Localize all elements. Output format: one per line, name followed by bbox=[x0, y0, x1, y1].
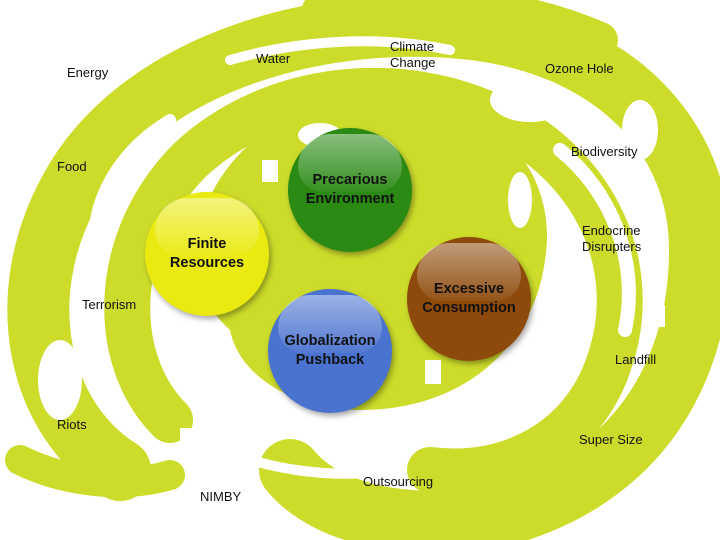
circle-globalization-pushback: Globalization Pushback bbox=[268, 289, 392, 413]
swirl-hole-1 bbox=[490, 78, 570, 122]
circle-precarious-environment: Precarious Environment bbox=[288, 128, 412, 252]
label-endocrine-line2: Disrupters bbox=[582, 239, 642, 254]
swirl-arm-left bbox=[5, 445, 185, 498]
label-biodiversity: Biodiversity bbox=[571, 144, 638, 159]
label-climate-change-line1: Climate bbox=[390, 39, 435, 54]
circle-finite-resources-text: Finite Resources bbox=[169, 236, 245, 271]
swirl-arm-outer bbox=[7, 0, 720, 540]
swirl-gap-1 bbox=[88, 114, 176, 256]
circle-precarious-environment-text: Precarious Environment bbox=[305, 172, 395, 207]
swirl-hole-6 bbox=[180, 428, 194, 442]
swirl-hole-10 bbox=[201, 422, 249, 458]
circle-finite-resources: Finite Resources bbox=[145, 192, 269, 316]
label-nimby: NIMBY bbox=[200, 489, 242, 504]
label-terrorism: Terrorism bbox=[82, 297, 137, 312]
swirl-hole-3 bbox=[38, 340, 82, 420]
label-outsourcing: Outsourcing bbox=[363, 474, 434, 489]
swirl-arm-middle bbox=[104, 67, 643, 495]
label-energy: Energy bbox=[67, 65, 109, 80]
label-food: Food bbox=[57, 159, 87, 174]
label-landfill: Landfill bbox=[615, 352, 657, 367]
label-riots: Riots bbox=[57, 417, 87, 432]
swirl-hole-7 bbox=[508, 172, 532, 228]
circle-excessive-consumption-text: Excessive Consumption bbox=[422, 281, 516, 316]
swirl-hole-2 bbox=[622, 100, 658, 160]
label-endocrine-disrupters: Endocrine Disrupters bbox=[582, 223, 641, 255]
swirl-gap-3 bbox=[225, 36, 455, 65]
swirl-hole-9 bbox=[655, 305, 665, 327]
circle-globalization-pushback-text: Globalization Pushback bbox=[284, 333, 376, 368]
label-endocrine-line1: Endocrine bbox=[582, 223, 641, 238]
swirl-gap-2 bbox=[553, 143, 636, 337]
label-climate-change-line2: Change bbox=[390, 55, 436, 70]
swirl-arm-top bbox=[302, 0, 618, 58]
label-climate-change: Climate Change bbox=[390, 39, 436, 71]
label-super-size: Super Size bbox=[579, 432, 643, 447]
label-water: Water bbox=[256, 51, 291, 66]
swirl-hole-4 bbox=[262, 160, 278, 182]
label-ozone-hole: Ozone Hole bbox=[545, 61, 614, 76]
swirl-hole-5 bbox=[425, 360, 441, 384]
circle-excessive-consumption: Excessive Consumption bbox=[407, 237, 531, 361]
